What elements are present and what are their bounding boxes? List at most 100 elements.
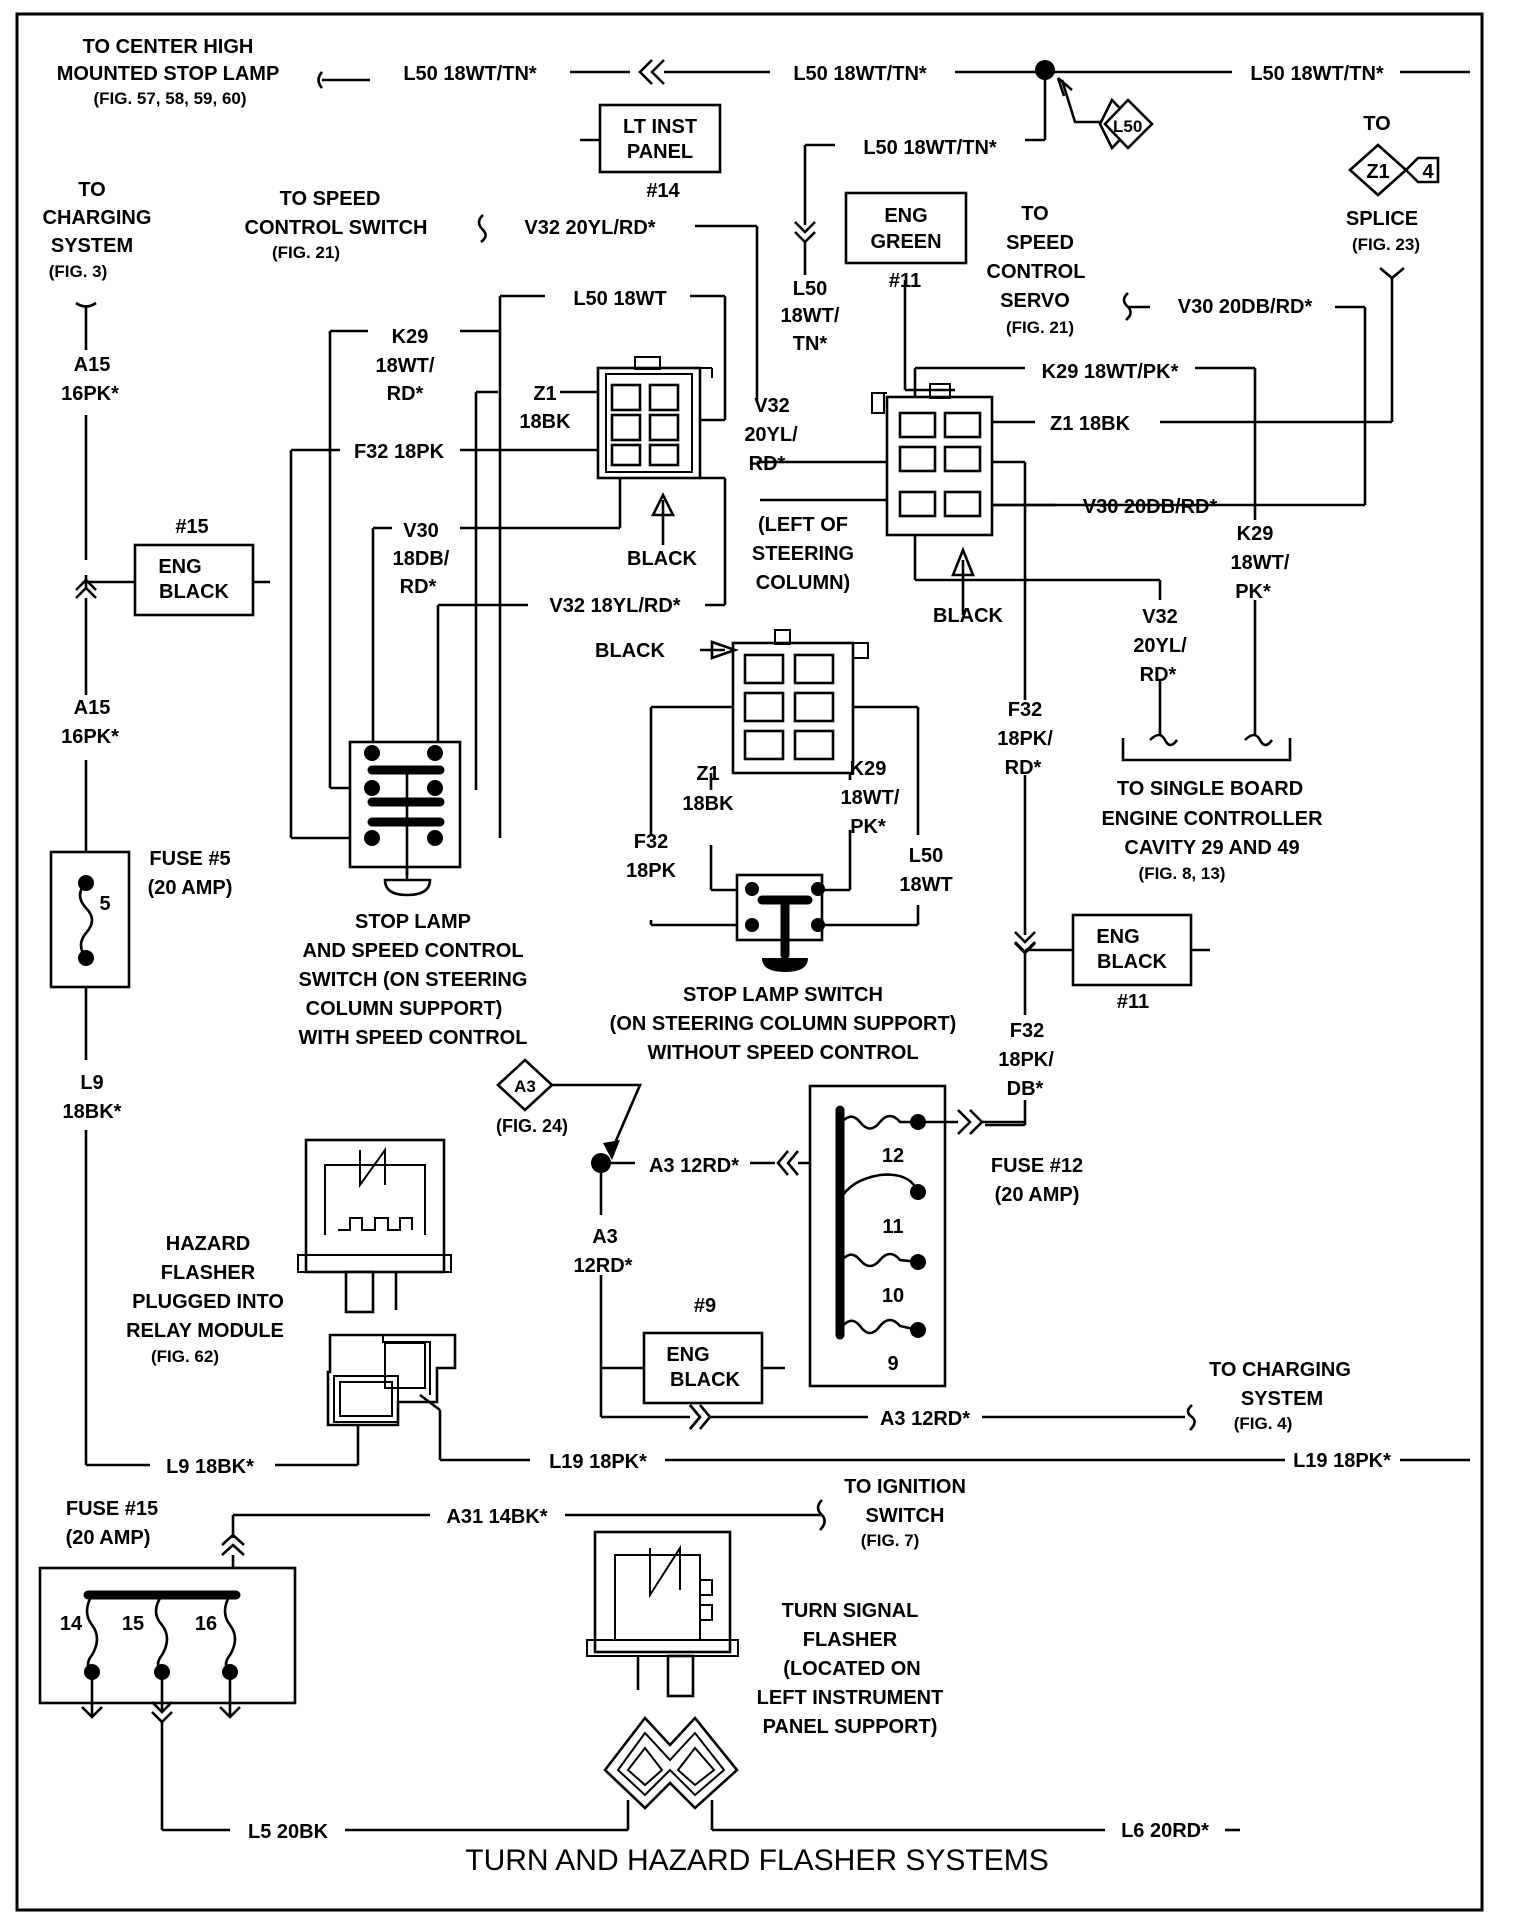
eng-black-9-label-2: BLACK — [670, 1369, 741, 1391]
stop-speed-label-2: AND SPEED CONTROL — [302, 940, 523, 962]
eng-green-number: #11 — [889, 270, 921, 292]
sbec-label-1: TO SINGLE BOARD — [1117, 778, 1303, 800]
black-label-2: BLACK — [933, 605, 1004, 627]
k29-c-label-1: K29 — [850, 758, 887, 780]
stop-no-speed-label-2: (ON STEERING COLUMN SUPPORT) — [610, 1013, 957, 1035]
v32-mid-label-3: RD* — [749, 453, 786, 475]
v30-sw-label-2: 18DB/ — [393, 548, 450, 570]
eng-black-11-label-2: BLACK — [1097, 951, 1168, 973]
eng-black-15-number: #15 — [175, 516, 208, 538]
v30-r-label: V30 20DB/RD* — [1083, 496, 1218, 518]
splice-label-3: (FIG. 23) — [1352, 235, 1420, 254]
fuse-15-label-2: (20 AMP) — [66, 1527, 151, 1549]
a31-label: A31 14BK* — [446, 1506, 547, 1528]
z1-c-label-1: Z1 — [696, 763, 719, 785]
z1-sw-label-2: 18BK — [519, 411, 571, 433]
v32-mid-label-1: V32 — [754, 395, 790, 417]
v32-r-label-2: 20YL/ — [1133, 635, 1187, 657]
l50-c-label-1: L50 — [909, 845, 943, 867]
fuse-12-slot-9: 9 — [887, 1353, 898, 1375]
speed-servo-label-3: CONTROL — [987, 261, 1086, 283]
v32-r-label-3: RD* — [1140, 664, 1177, 686]
k29-r-label-3: PK* — [1235, 581, 1271, 603]
f32-c-label-1: F32 — [634, 831, 668, 853]
f32-r-label-1: F32 — [1008, 699, 1042, 721]
l9-h-label: L9 18BK* — [166, 1456, 254, 1478]
fuse-15-block: 14 15 16 — [38, 1566, 297, 1830]
charging-bottom-label-1: TO CHARGING — [1209, 1359, 1351, 1381]
v32-sw-label: V32 18YL/RD* — [549, 595, 680, 617]
stop-lamp-switch-wires — [649, 705, 920, 927]
l9-circuit — [84, 987, 360, 1467]
splice-circuit: Z1 4 — [1160, 143, 1440, 424]
l50-wire-label-3: L50 18WT/TN* — [1250, 63, 1384, 85]
a3-circuit: A3 — [496, 1058, 1196, 1431]
a3-h-label: A3 12RD* — [649, 1155, 739, 1177]
turn-label-1: TURN SIGNAL — [782, 1600, 919, 1622]
l50-top-circuit — [317, 59, 1470, 392]
hazard-label-1: HAZARD — [166, 1233, 250, 1255]
charging-top-label-4: (FIG. 3) — [49, 262, 108, 281]
k29-c-label-2: 18WT/ — [841, 787, 900, 809]
stop-lamp-switch-connector — [700, 629, 869, 775]
stop-lamp-speed-switch — [348, 740, 462, 897]
turn-label-5: PANEL SUPPORT) — [763, 1716, 938, 1738]
ignition-label-1: TO IGNITION — [844, 1476, 966, 1498]
hazard-label-4: RELAY MODULE — [126, 1320, 284, 1342]
eng-black-9-label-1: ENG — [666, 1344, 709, 1366]
charging-top-label-2: CHARGING — [43, 207, 152, 229]
fuse-12-block: 12 11 10 9 — [808, 1084, 1025, 1388]
turn-label-2: FLASHER — [803, 1629, 898, 1651]
l6-label: L6 20RD* — [1121, 1820, 1209, 1842]
lt-inst-label-1: LT INST — [623, 116, 697, 138]
hazard-flasher — [297, 1138, 452, 1314]
a3-v-label-2: 12RD* — [574, 1255, 633, 1277]
black-label-3: BLACK — [595, 640, 666, 662]
a3-b-label: A3 12RD* — [880, 1408, 970, 1430]
eng-green-label-2: GREEN — [870, 231, 941, 253]
eng-black-15-label-1: ENG — [158, 556, 201, 578]
hazard-label-2: FLASHER — [161, 1262, 256, 1284]
stop-speed-label-4: COLUMN SUPPORT) — [306, 998, 503, 1020]
k29-sw-label-2: 18WT/ — [376, 355, 435, 377]
l9-label-2: 18BK* — [63, 1101, 122, 1123]
l5-label: L5 20BK — [248, 1821, 329, 1843]
z1-c-label-2: 18BK — [682, 793, 734, 815]
a15-label-2a: A15 — [74, 697, 111, 719]
l50-wire-label-1: L50 18WT/TN* — [403, 63, 537, 85]
engine-side-wires — [757, 366, 1292, 1127]
left-of-column-label-2: STEERING — [752, 543, 854, 565]
speed-switch-label-1: TO SPEED — [280, 188, 381, 210]
speed-switch-wires — [289, 294, 727, 840]
fuse-15-slot-15: 15 — [122, 1613, 144, 1635]
center-stop-label-1: TO CENTER HIGH — [83, 36, 254, 58]
fuse-5-number: 5 — [99, 893, 110, 915]
v32-top-circuit — [477, 214, 759, 400]
l5-l6-circuit — [162, 1800, 1240, 1832]
a15-label-1a: A15 — [74, 354, 111, 376]
v32-mid-label-2: 20YL/ — [744, 424, 798, 446]
fuse-5-label-2: (20 AMP) — [148, 877, 233, 899]
l19-a-label: L19 18PK* — [549, 1451, 647, 1473]
fuse-12-slot-10: 10 — [882, 1285, 904, 1307]
l50-vert-label-1: L50 — [793, 278, 827, 300]
center-stop-label-3: (FIG. 57, 58, 59, 60) — [93, 89, 246, 108]
f32-db-label-3: DB* — [1007, 1078, 1044, 1100]
speed-switch-label-2: CONTROL SWITCH — [245, 217, 428, 239]
stop-lamp-switch — [735, 873, 825, 972]
charging-bottom-label-3: (FIG. 4) — [1234, 1414, 1293, 1433]
l9-label-1: L9 — [80, 1072, 103, 1094]
hazard-label-3: PLUGGED INTO — [132, 1291, 284, 1313]
stop-no-speed-label-3: WITHOUT SPEED CONTROL — [647, 1042, 918, 1064]
eng-black-11-number: #11 — [1117, 991, 1149, 1013]
f32-r-label-3: RD* — [1005, 757, 1042, 779]
k29-r-label-1: K29 — [1237, 523, 1274, 545]
diamond-l50: L50 — [1098, 97, 1154, 151]
v32-r-label-1: V32 — [1142, 606, 1178, 628]
turn-signal-flasher — [586, 1530, 739, 1698]
fuse-15-label-1: FUSE #15 — [66, 1498, 158, 1520]
diamond-z1-number: 4 — [1422, 161, 1434, 183]
eng-black-15-label-2: BLACK — [159, 581, 230, 603]
eng-black-11-connector: ENG BLACK #11 — [1014, 913, 1210, 1013]
